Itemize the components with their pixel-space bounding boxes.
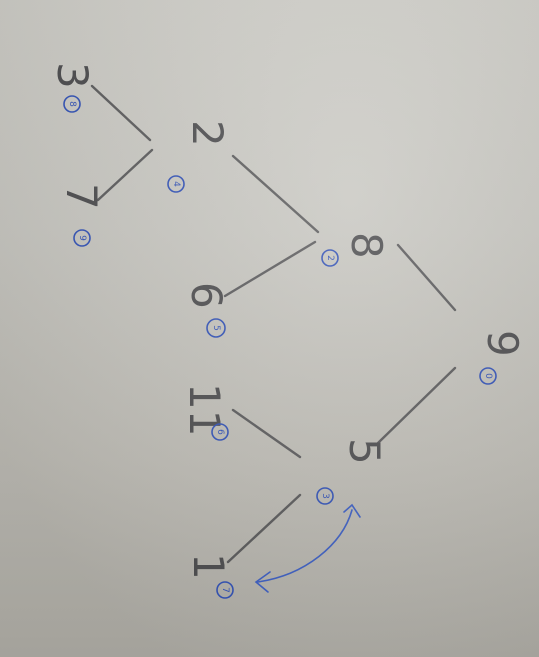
order-badge: 5 (206, 318, 226, 338)
node-value: 3 (48, 62, 97, 89)
edge-9-5 (376, 366, 457, 445)
edge-5-1 (226, 493, 302, 564)
order-badge: 8 (63, 95, 81, 113)
node-value: 11 (180, 383, 229, 436)
node-value: 5 (340, 438, 389, 465)
order-badge: 3 (316, 487, 334, 505)
svg-text:9: 9 (77, 235, 87, 241)
svg-text:4: 4 (171, 181, 181, 187)
svg-text:3: 3 (320, 493, 330, 499)
edge-8-6 (223, 240, 317, 298)
order-badge: 9 (73, 229, 91, 247)
svg-text:6: 6 (215, 429, 225, 435)
node-value: 1 (184, 553, 233, 580)
node-value: 8 (342, 232, 391, 259)
svg-text:2: 2 (325, 255, 335, 261)
node-value: 9 (478, 330, 527, 357)
edge-9-8 (396, 243, 457, 312)
svg-text:5: 5 (211, 325, 221, 331)
edge-2-3 (90, 84, 152, 142)
node-value: 6 (182, 282, 231, 309)
order-badge: 4 (167, 175, 185, 193)
order-badge: 6 (211, 423, 229, 441)
node-value: 7 (57, 183, 106, 210)
node-value: 2 (183, 120, 232, 147)
svg-text:8: 8 (67, 101, 77, 107)
edge-5-11 (231, 408, 302, 459)
svg-text:0: 0 (483, 373, 493, 379)
order-badge: 0 (479, 367, 497, 385)
order-badge: 7 (216, 581, 234, 599)
order-badge: 2 (321, 249, 339, 267)
edge-2-7 (96, 148, 154, 202)
svg-text:7: 7 (220, 587, 230, 593)
swap-arrow-icon (254, 503, 361, 593)
edge-8-2 (231, 154, 320, 234)
